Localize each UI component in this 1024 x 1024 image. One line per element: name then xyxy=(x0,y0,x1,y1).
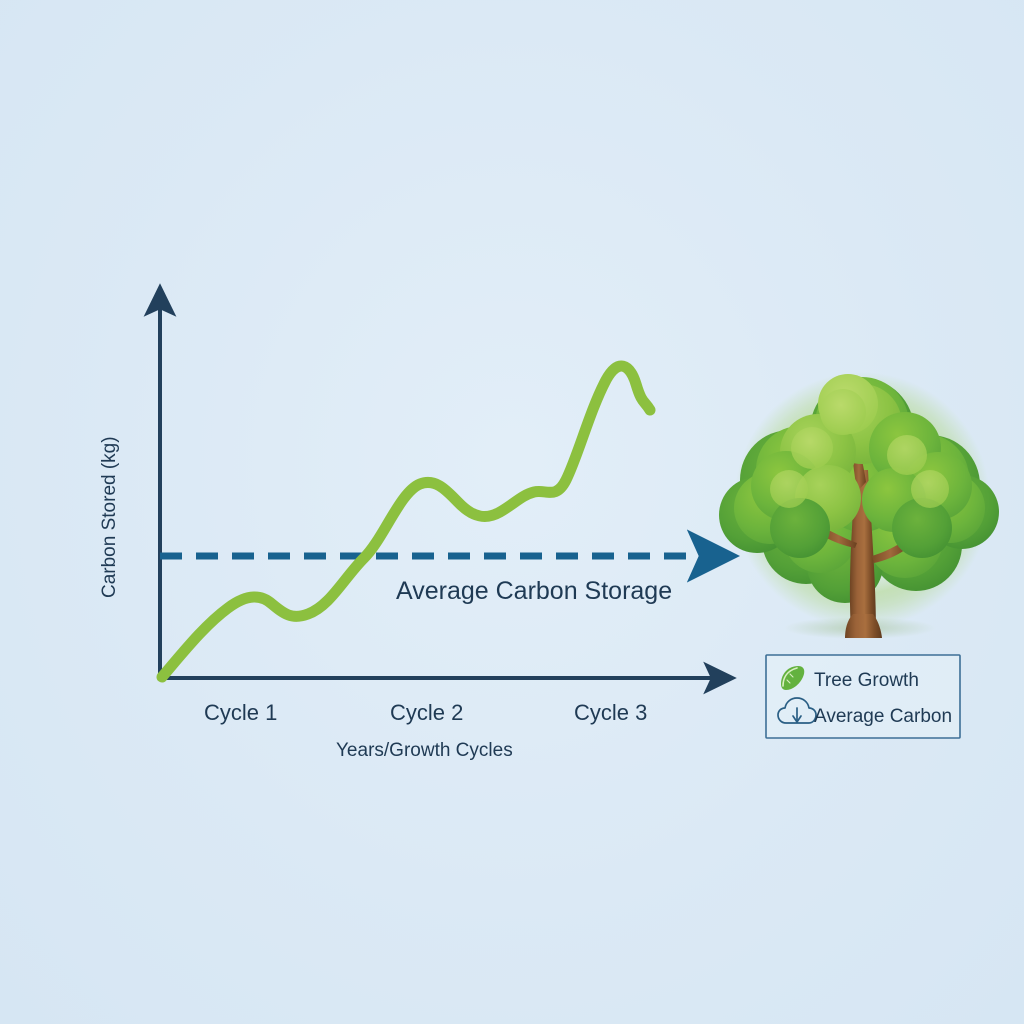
y-axis-title: Carbon Stored (kg) xyxy=(99,436,120,598)
legend-label-tree-growth: Tree Growth xyxy=(814,670,919,691)
chart-legend[interactable]: Tree Growth Average Carbon xyxy=(765,654,961,739)
growth-curve-path xyxy=(156,360,656,683)
tree-growth-curve xyxy=(156,360,656,683)
legend-box xyxy=(765,654,961,739)
legend-item-average-carbon[interactable]: Average Carbon xyxy=(777,697,952,727)
x-axis-title: Years/Growth Cycles xyxy=(336,740,513,761)
cloud-download-icon xyxy=(777,697,817,724)
x-tick-label-cycle-2: Cycle 2 xyxy=(390,700,463,725)
x-tick-label-cycle-1: Cycle 1 xyxy=(204,700,277,725)
legend-item-tree-growth[interactable]: Tree Growth xyxy=(781,666,919,691)
tree-canopy-front xyxy=(751,374,972,558)
x-tick-label-cycle-3: Cycle 3 xyxy=(574,700,647,725)
chart-axes xyxy=(143,283,737,695)
legend-label-average-carbon: Average Carbon xyxy=(814,706,952,727)
average-carbon-storage-label: Average Carbon Storage xyxy=(396,577,672,605)
axis-labels: Carbon Stored (kg) Cycle 1 Cycle 2 Cycle… xyxy=(99,436,647,761)
tree-illustration xyxy=(719,372,999,639)
leaf-icon xyxy=(781,666,805,690)
